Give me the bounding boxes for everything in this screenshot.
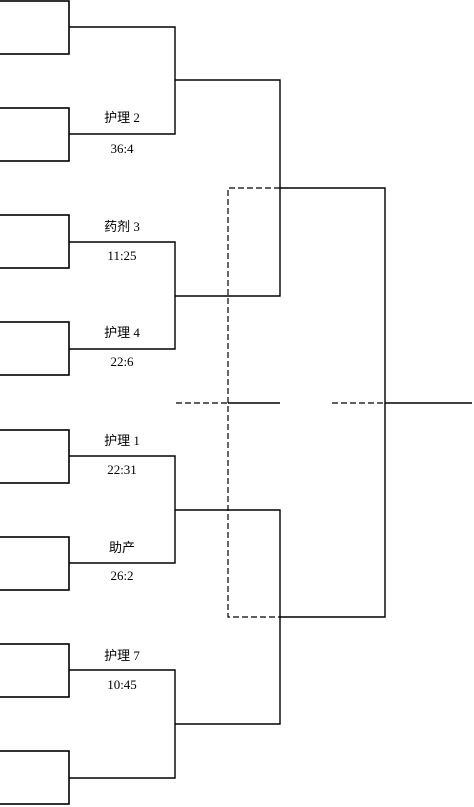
team-label: 护理 7 [104,648,140,663]
score-label: 22:6 [110,354,134,369]
team-slot-2 [0,107,70,162]
team-slot-3 [0,214,70,269]
team-label: 护理 2 [104,110,140,125]
team-label: 药剂 3 [104,219,140,234]
team-slot-5 [0,429,70,484]
team-slot-8 [0,750,70,805]
team-slot-4 [0,321,70,376]
team-label: 助产 [109,540,135,555]
final-dashed-bracket [227,187,280,618]
team-label: 护理 1 [104,433,140,448]
score-label: 26:2 [110,568,133,583]
team-slot-6 [0,536,70,591]
score-label: 11:25 [107,248,136,263]
score-label: 10:45 [107,677,137,692]
team-slot-1 [0,0,70,55]
score-label: 22:31 [107,462,137,477]
score-label: 36:4 [110,141,134,156]
team-slot-7 [0,643,70,698]
team-label: 护理 4 [104,325,140,340]
